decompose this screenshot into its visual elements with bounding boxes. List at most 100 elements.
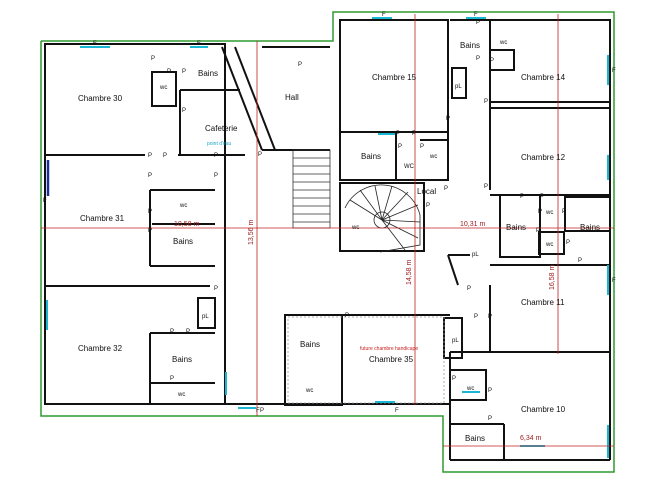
dimension-vertical-center: 13,56 m [248, 220, 255, 245]
window-markers: F F F F F F F F F [43, 12, 616, 414]
windows [46, 17, 609, 458]
bains-label: Bains [172, 355, 192, 364]
room-chambre-35: Chambre 35 [369, 355, 414, 364]
wc-label: wc [545, 242, 553, 248]
bains-label: Bains [300, 340, 320, 349]
door-marker: P [562, 209, 566, 215]
future-room-outline [287, 316, 445, 404]
walls [44, 19, 611, 461]
window-marker: F [256, 408, 260, 414]
point-eau-note: point d'eau [207, 141, 232, 147]
bains-label: Bains [580, 223, 600, 232]
pl-label: pL [452, 338, 459, 344]
room-chambre-31: Chambre 31 [80, 214, 125, 223]
wc-label: wc [466, 386, 474, 392]
dimension-bottom: 6,34 m [520, 435, 542, 442]
wc-label: wc [545, 210, 553, 216]
door-marker: P [396, 131, 400, 137]
door-marker: P [148, 209, 152, 215]
door-marker: P [163, 153, 167, 159]
door-marker: P [148, 153, 152, 159]
door-marker: P [426, 203, 430, 209]
door-marker: P [260, 408, 264, 414]
door-marker: P [476, 20, 480, 26]
wc-label: wc [179, 203, 187, 209]
door-markers: P P P P P P P P P P P P P P P P P P P P … [148, 20, 582, 422]
window-marker: F [382, 12, 386, 18]
door-marker: P [398, 144, 402, 150]
window-marker: F [395, 408, 399, 414]
door-marker: P [170, 329, 174, 335]
door-marker: P [446, 116, 450, 122]
bains-label: Bains [465, 434, 485, 443]
dimension-vertical-right: 16,58 m [549, 265, 556, 290]
pl-label: pL [202, 314, 209, 320]
future-room-note: future chambre handicape [360, 346, 418, 352]
door-marker: P [536, 228, 540, 234]
door-marker: P [540, 194, 544, 200]
window-marker: F [93, 41, 97, 47]
door-marker: P [214, 286, 218, 292]
door-marker: P [420, 144, 424, 150]
window-marker: F [197, 41, 201, 47]
door-marker: P [452, 376, 456, 382]
door-marker: P [566, 240, 570, 246]
door-marker: P [214, 173, 218, 179]
door-marker: P [148, 228, 152, 234]
door-marker: P [488, 388, 492, 394]
room-chambre-14: Chambre 14 [521, 73, 566, 82]
door-marker: P [488, 416, 492, 422]
window-marker: F [474, 12, 478, 18]
wc-label: wc [159, 85, 167, 91]
door-marker: P [520, 194, 524, 200]
bains-label: Bains [198, 69, 218, 78]
door-marker: P [182, 69, 186, 75]
pl-label: pL [455, 84, 462, 90]
room-chambre-11: Chambre 11 [521, 298, 565, 307]
wc-label: wc [305, 388, 313, 394]
door-marker: P [345, 313, 349, 319]
window-marker: F [43, 198, 47, 204]
room-local: Local [417, 187, 436, 196]
bains-label: Bains [506, 223, 526, 232]
window-marker: F [612, 68, 616, 74]
door-marker: P [186, 329, 190, 335]
door-marker: P [538, 209, 542, 215]
room-chambre-15: Chambre 15 [372, 73, 417, 82]
door-marker: P [474, 314, 478, 320]
door-marker: P [151, 56, 155, 62]
room-chambre-30: Chambre 30 [78, 94, 123, 103]
room-chambre-32: Chambre 32 [78, 344, 123, 353]
door-marker: P [214, 153, 218, 159]
door-marker: P [258, 152, 262, 158]
door-marker: P [170, 376, 174, 382]
wc-label: wc [429, 154, 437, 160]
door-marker: P [488, 314, 492, 320]
wc-label: wc [499, 40, 507, 46]
wc-label: WC [404, 164, 415, 170]
window-marker: F [612, 278, 616, 284]
dimension-horizontal-right: 10,31 m [460, 221, 485, 228]
building-outline [40, 11, 615, 473]
door-marker: P [484, 99, 488, 105]
door-marker: P [167, 69, 171, 75]
bains-label: Bains [460, 41, 480, 50]
room-cafeterie: Cafeterie [205, 124, 238, 133]
stairs [292, 149, 331, 229]
door-marker: P [476, 56, 480, 62]
room-chambre-10: Chambre 10 [521, 405, 566, 414]
door-marker: P [182, 108, 186, 114]
door-marker: P [578, 258, 582, 264]
dimension-lines [41, 14, 614, 447]
dimension-horizontal-left: 10,58 m [174, 221, 199, 228]
pl-label: pL [472, 252, 479, 258]
dimension-vertical-mid: 14,58 m [406, 260, 413, 285]
bains-label: Bains [361, 152, 381, 161]
room-hall: Hall [285, 93, 299, 102]
door-marker: P [444, 186, 448, 192]
door-marker: P [412, 131, 416, 137]
door-marker: P [467, 286, 471, 292]
wc-label: wc [177, 392, 185, 398]
door-marker: P [148, 173, 152, 179]
